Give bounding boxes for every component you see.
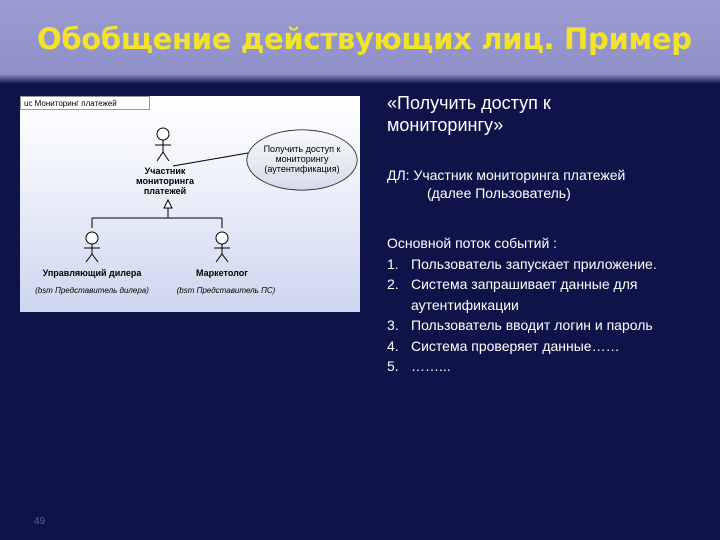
parent-actor-figure: [155, 127, 171, 162]
diagram-graphics: [84, 127, 358, 263]
flow-title: Основной поток событий :: [387, 235, 558, 251]
use-case-diagram: uc Мониторинг платежей Участник монитори…: [20, 96, 360, 312]
flow-step: 4.Система проверяет данные……: [387, 337, 620, 354]
generalization-arrow: [163, 198, 173, 209]
flow-step: 5.……...: [387, 358, 451, 374]
use-case-label: Получить доступ к мониторингу (аутентифи…: [263, 144, 341, 174]
heading-line-2: мониторингу»: [387, 115, 504, 135]
association-line: [172, 152, 249, 167]
slide-title: Обобщение действующих лиц. Пример: [37, 22, 692, 56]
heading-line-1: «Получить доступ к: [387, 93, 551, 113]
actor-line-1: ДЛ: Участник мониторинга платежей: [387, 167, 626, 183]
child-actor-1-figure: [84, 231, 100, 263]
flow-step: 1.Пользователь запускает приложение.: [387, 255, 657, 272]
actor-line-2: (далее Пользователь): [427, 185, 571, 201]
parent-actor-label: Участник мониторинга платежей: [135, 166, 194, 196]
child-actor-2-label: Маркетолог: [196, 268, 248, 278]
flow-step: 3.Пользователь вводит логин и пароль: [387, 317, 653, 333]
page-number: 49: [34, 516, 46, 527]
child-actor-2-note: (bsm Представитель ПС): [176, 286, 276, 295]
child-actor-1-note: (bsm Представитель дилера): [35, 286, 149, 295]
package-tag: uc Мониторинг платежей: [20, 96, 150, 110]
child-actor-1-label: Управляющий дилера: [42, 268, 142, 278]
title-bar: Обобщение действующих лиц. Пример: [0, 0, 720, 84]
use-case-heading: «Получить доступ к мониторингу»: [387, 92, 551, 136]
child-actor-2-figure: [214, 231, 230, 263]
flow-step: 2.Система запрашивает данные для аутенти…: [387, 276, 638, 313]
main-flow: Основной поток событий : 1.Пользователь …: [387, 233, 707, 377]
actor-description: ДЛ: Участник мониторинга платежей (далее…: [387, 166, 625, 202]
